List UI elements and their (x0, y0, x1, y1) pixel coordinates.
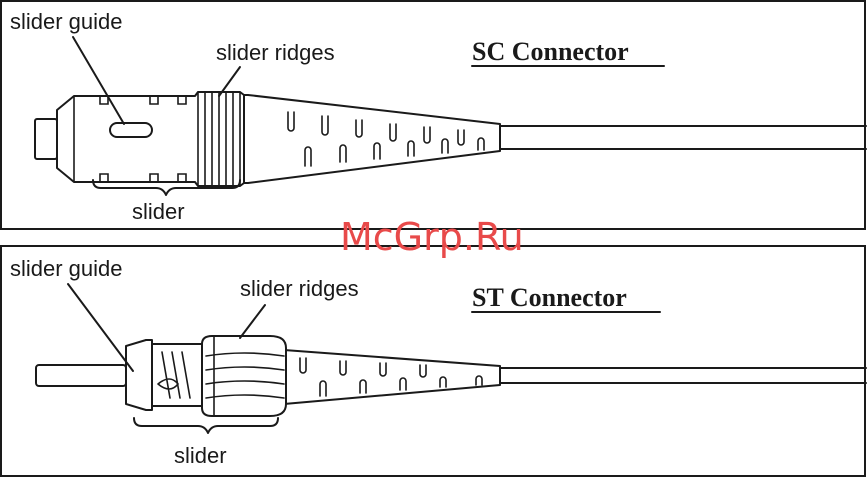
sc-slider-ridges-label: slider ridges (216, 40, 335, 65)
sc-slider-body (57, 92, 244, 186)
sc-slider-guide-slot (110, 123, 152, 137)
sc-ferrule (35, 119, 57, 159)
st-panel: slider guide slider ridges slider ST Con… (1, 246, 866, 476)
st-title: ST Connector (472, 283, 627, 312)
sc-panel: slider guide slider ridges slider SC Con… (1, 1, 866, 229)
sc-slider-label: slider (132, 199, 185, 224)
sc-slider-ridges (198, 92, 240, 186)
sc-title: SC Connector (472, 37, 629, 66)
watermark: McGrp.Ru (340, 215, 524, 259)
st-slider-ridges-label: slider ridges (240, 276, 359, 301)
st-spring-housing (152, 344, 202, 406)
sc-slider-guide-label: slider guide (10, 9, 123, 34)
st-slider-guide-label: slider guide (10, 256, 123, 281)
st-bayonet-sleeve (126, 340, 152, 410)
st-ferrule (36, 365, 126, 386)
st-slider-label: slider (174, 443, 227, 468)
